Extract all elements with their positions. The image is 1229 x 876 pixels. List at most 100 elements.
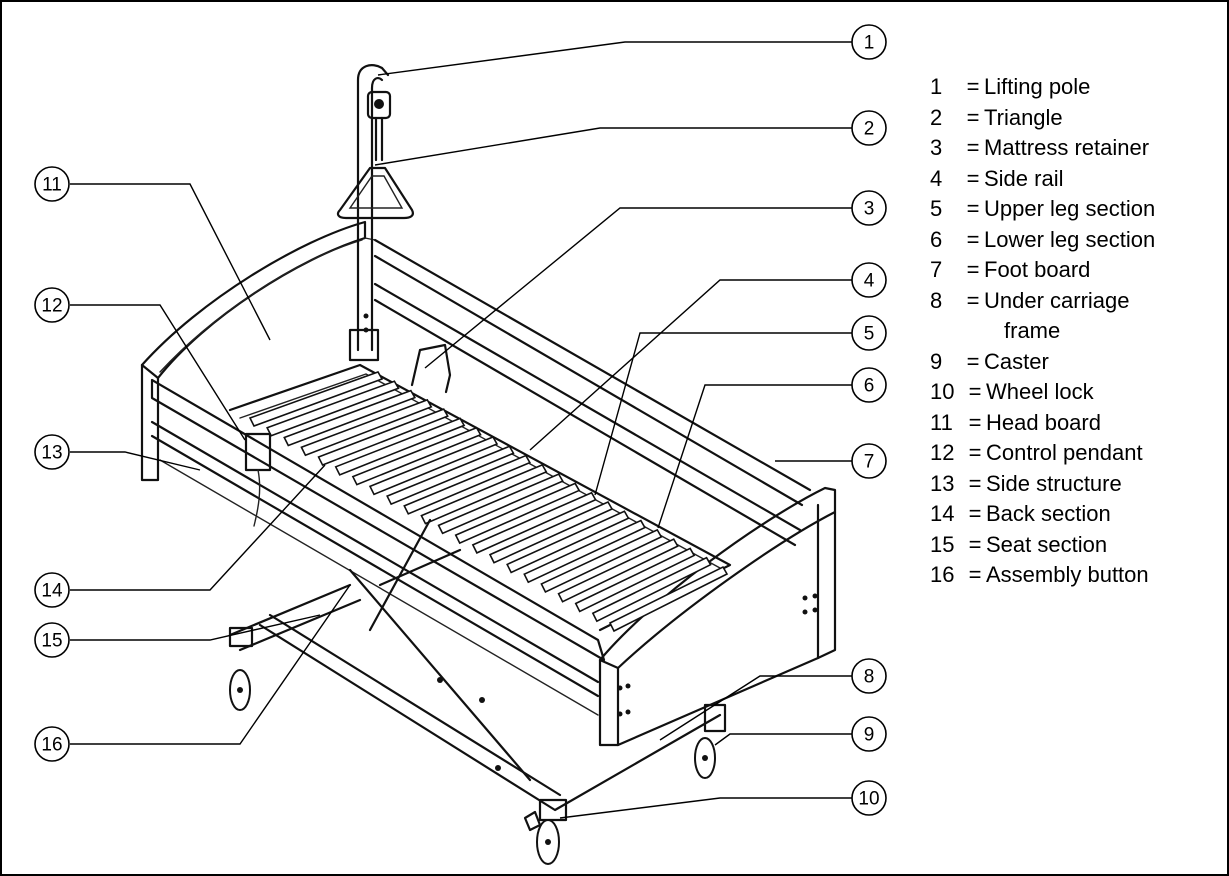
legend-equals: = <box>966 74 980 99</box>
legend-equals: = <box>966 196 980 221</box>
legend-item-14: 14 =Back section <box>930 499 1220 530</box>
legend-equals: = <box>966 135 980 160</box>
svg-text:1: 1 <box>864 33 875 54</box>
callout-9: 9 <box>851 716 887 752</box>
svg-text:8: 8 <box>864 667 875 688</box>
slat <box>368 435 499 496</box>
svg-text:12: 12 <box>41 296 62 317</box>
legend-equals: = <box>968 440 982 465</box>
callout-16: 16 <box>34 726 70 762</box>
legend-number: 11 <box>930 409 953 435</box>
svg-text:13: 13 <box>41 443 62 464</box>
callout-1: 1 <box>851 24 887 60</box>
legend-equals: = <box>966 348 980 374</box>
callout-10: 10 <box>851 780 887 816</box>
legend-label: Head board <box>986 409 1101 435</box>
legend-label: Foot board <box>984 257 1091 282</box>
svg-text:6: 6 <box>864 376 875 397</box>
legend-label: Triangle <box>984 104 1063 130</box>
slat <box>523 519 646 584</box>
svg-text:14: 14 <box>41 581 63 602</box>
legend-number: 4 <box>930 165 943 191</box>
callout-7: 7 <box>851 443 887 479</box>
callout-3: 3 <box>851 190 887 226</box>
legend-item-12: 12=Control pendant <box>930 438 1220 469</box>
legend-label-line-1: Under carriage <box>984 287 1130 313</box>
slat <box>540 528 663 594</box>
legend-equals: = <box>968 409 982 435</box>
legend-equals: = <box>968 562 982 587</box>
legend-number: 16 <box>930 562 955 587</box>
slat <box>317 408 449 467</box>
legend-number: 7 <box>930 257 943 282</box>
slat <box>248 371 384 427</box>
slat <box>506 510 630 574</box>
callout-2: 2 <box>851 110 887 146</box>
legend-label: Assembly button <box>986 562 1149 587</box>
legend-number: 3 <box>930 135 943 160</box>
slat <box>334 417 466 476</box>
legend-number: 6 <box>930 226 943 252</box>
legend-label: Lifting pole <box>984 74 1091 99</box>
slat <box>386 445 515 506</box>
legend-equals: = <box>968 470 982 496</box>
slat <box>403 454 531 515</box>
legend-label: Wheel lock <box>986 379 1094 404</box>
legend-item-6: 6 =Lower leg section <box>930 225 1220 256</box>
svg-text:4: 4 <box>864 271 875 292</box>
far-side-rails <box>364 237 812 547</box>
slats <box>248 371 729 633</box>
legend-item-5: 5=Upper leg section <box>930 194 1220 225</box>
legend-item-4: 4=Side rail <box>930 164 1220 195</box>
lifting-pole-shape <box>336 64 414 362</box>
svg-text:16: 16 <box>41 735 62 756</box>
slat <box>591 556 712 623</box>
callout-5: 5 <box>851 315 887 351</box>
svg-text:5: 5 <box>864 324 875 345</box>
legend-label-line-2: frame <box>1004 318 1061 343</box>
slat <box>300 398 433 457</box>
under-carriage-shape <box>228 518 727 822</box>
slat <box>574 547 696 613</box>
legend-label: Side structure <box>986 470 1122 496</box>
legend-number: 8 <box>930 287 943 313</box>
bed-drawing <box>140 64 837 865</box>
casters <box>229 669 716 865</box>
legend-number: 12 <box>930 440 955 465</box>
mattress-retainer-shape <box>410 343 452 394</box>
legend-number: 14 <box>930 501 955 526</box>
callout-6: 6 <box>851 367 887 403</box>
slat <box>557 538 679 603</box>
legend-label: Back section <box>986 501 1111 526</box>
slat <box>283 389 417 447</box>
slat <box>351 426 482 486</box>
leader-lines <box>70 41 852 819</box>
legend: 1=Lifting pole 2=Triangle 3=Mattress ret… <box>930 72 1220 591</box>
svg-text:11: 11 <box>42 175 62 196</box>
legend-item-3: 3=Mattress retainer <box>930 133 1220 164</box>
legend-item-7: 7 =Foot board <box>930 255 1220 286</box>
legend-item-1: 1=Lifting pole <box>930 72 1220 103</box>
legend-item-9: 9=Caster <box>930 347 1220 378</box>
legend-item-16: 16 =Assembly button <box>930 560 1220 591</box>
legend-equals: = <box>968 501 982 526</box>
legend-item-15: 15=Seat section <box>930 530 1220 561</box>
legend-equals: = <box>966 257 980 282</box>
callout-11: 11 <box>34 166 70 202</box>
slat <box>488 500 614 564</box>
svg-text:2: 2 <box>864 119 875 140</box>
legend-item-11: 11 =Head board <box>930 408 1220 439</box>
legend-equals: = <box>966 165 980 191</box>
legend-label: Under carriage frame <box>984 286 1130 347</box>
slat <box>420 463 548 525</box>
legend-label: Lower leg section <box>984 226 1156 252</box>
callout-14: 14 <box>34 572 70 608</box>
legend-equals: = <box>966 226 980 252</box>
legend-label: Upper leg section <box>984 196 1156 221</box>
svg-text:10: 10 <box>858 789 879 810</box>
svg-text:3: 3 <box>864 199 875 220</box>
slat <box>437 473 564 535</box>
slat <box>608 565 729 633</box>
